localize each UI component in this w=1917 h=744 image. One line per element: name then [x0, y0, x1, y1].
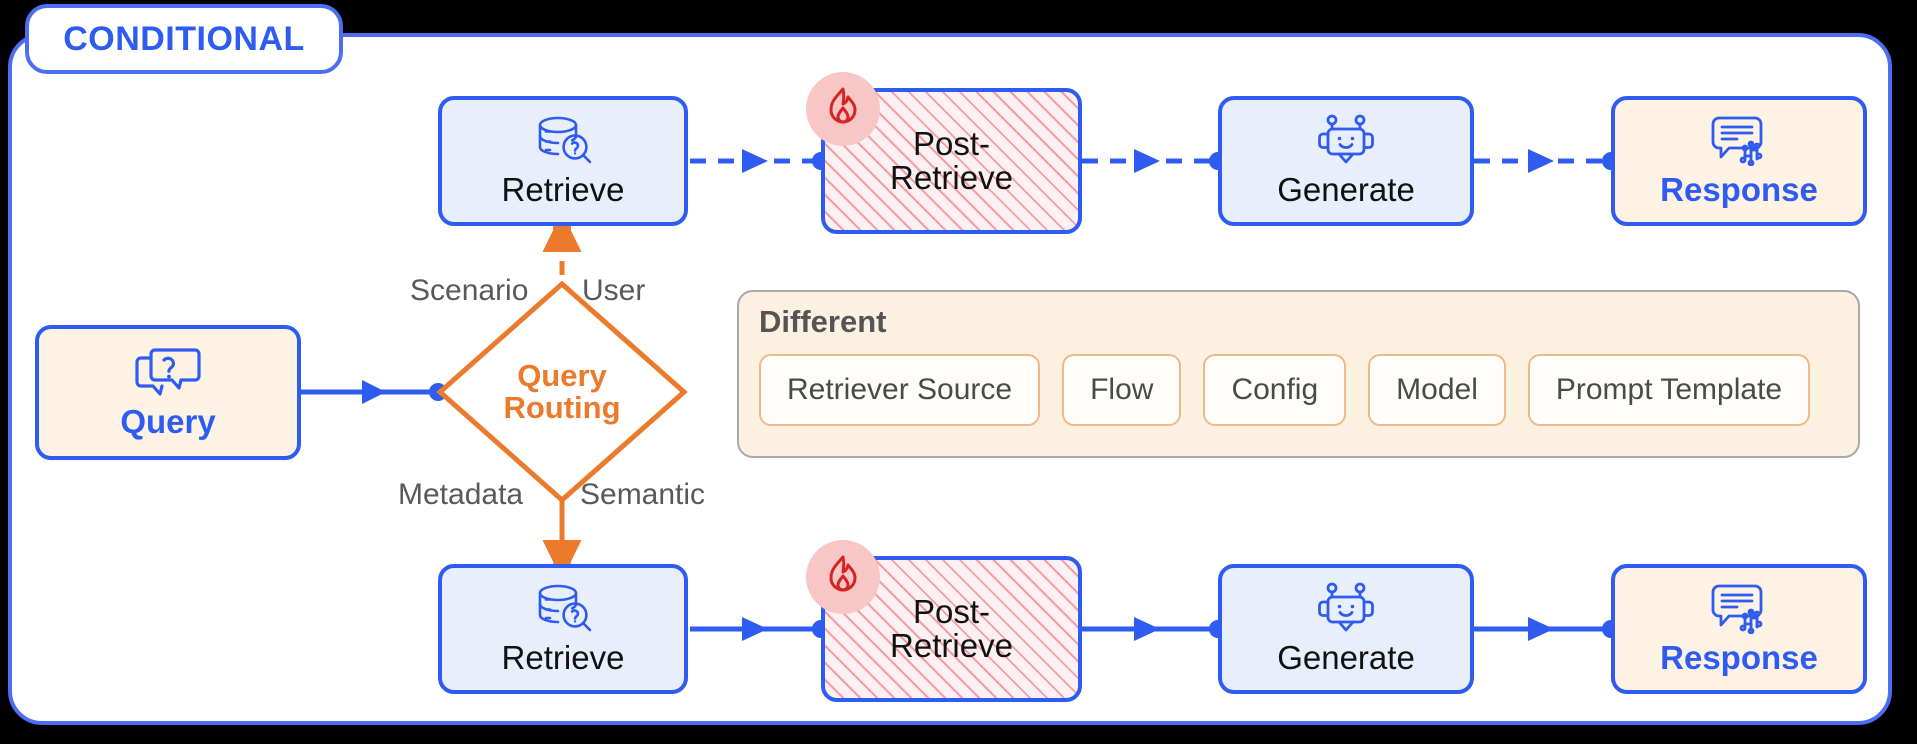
edge-label-semantic: Semantic: [580, 478, 706, 511]
node-post-retrieve-bottom-label-line2: Retrieve: [890, 627, 1013, 664]
edge-label-metadata: Metadata: [398, 478, 524, 511]
chip-prompt-template[interactable]: Prompt Template: [1527, 354, 1811, 426]
database-search-icon: [532, 114, 594, 171]
node-post-retrieve-top[interactable]: Post- Retrieve: [821, 88, 1082, 234]
node-query-label: Query: [120, 402, 216, 440]
node-response-top-label: Response: [1660, 171, 1818, 209]
database-search-icon: [532, 582, 594, 639]
flame-icon: [829, 555, 857, 592]
node-generate-top-label: Generate: [1277, 171, 1415, 209]
node-post-retrieve-bottom-label-line1: Post-: [912, 592, 991, 630]
panel-title-label: CONDITIONAL: [63, 19, 305, 58]
node-response-bottom-label: Response: [1660, 639, 1818, 677]
response-bubble-circuit-icon: [1707, 582, 1771, 639]
edge-label-scenario: Scenario: [410, 274, 529, 307]
edge-label-user: User: [582, 274, 646, 307]
different-panel: Different Retriever Source Flow Config M…: [737, 290, 1860, 458]
node-retrieve-top-label: Retrieve: [501, 171, 625, 209]
chip-model[interactable]: Model: [1368, 354, 1506, 426]
chip-config[interactable]: Config: [1203, 354, 1347, 426]
different-chip-row: Retriever Source Flow Config Model Promp…: [759, 354, 1811, 426]
node-generate-bottom[interactable]: Generate: [1218, 564, 1474, 694]
node-retrieve-bottom[interactable]: Retrieve: [438, 564, 688, 694]
node-generate-bottom-label: Generate: [1277, 639, 1415, 677]
node-post-retrieve-top-label-line1: Post-: [912, 124, 991, 162]
response-bubble-circuit-icon: [1707, 114, 1771, 171]
router-label-line1: Query: [517, 358, 607, 394]
flame-icon-badge-top: [806, 72, 880, 146]
node-retrieve-top[interactable]: Retrieve: [438, 96, 688, 226]
different-panel-title: Different: [759, 304, 887, 339]
flame-icon: [829, 87, 857, 124]
query-routing-label-wrap: Query Routing: [440, 284, 684, 500]
node-retrieve-bottom-label: Retrieve: [501, 639, 625, 677]
chip-flow[interactable]: Flow: [1062, 354, 1182, 426]
node-response-bottom[interactable]: Response: [1611, 564, 1867, 694]
question-speech-bubbles-icon: [135, 346, 201, 403]
flame-icon-badge-bottom: [806, 540, 880, 614]
panel-title-badge: CONDITIONAL: [25, 4, 343, 74]
router-label-line2: Routing: [503, 390, 621, 425]
node-post-retrieve-top-label-line2: Retrieve: [890, 159, 1013, 196]
chip-retriever-source[interactable]: Retriever Source: [759, 354, 1041, 426]
node-response-top[interactable]: Response: [1611, 96, 1867, 226]
node-generate-top[interactable]: Generate: [1218, 96, 1474, 226]
robot-chat-icon: [1315, 582, 1377, 639]
robot-chat-icon: [1315, 114, 1377, 171]
node-query[interactable]: Query: [35, 325, 301, 460]
